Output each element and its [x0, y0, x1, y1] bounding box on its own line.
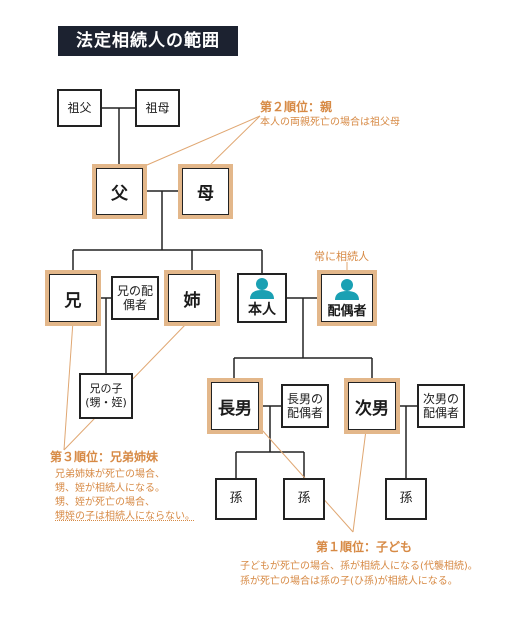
rank3-desc-line: 甥姪の子は相続人にならない。	[55, 511, 195, 522]
grandmother-box: 祖母	[135, 89, 180, 127]
rank3-desc-line: 兄弟姉妹が死亡の場合、	[55, 469, 165, 480]
person-icon	[335, 278, 359, 300]
nephew-niece-label: 兄の子(甥・姪)	[85, 382, 127, 409]
rank1-desc-line: 孫が死亡の場合は孫の子(ひ孫)が相続人になる。	[240, 576, 458, 587]
older-sister-box: 姉	[164, 270, 220, 326]
rank2-description: 本人の両親死亡の場合は祖父母	[260, 117, 400, 128]
mother-box: 母	[178, 164, 233, 219]
nephew-niece-box: 兄の子(甥・姪)	[79, 373, 133, 419]
brother-spouse-label: 兄の配偶者	[116, 284, 153, 312]
eldest-son-spouse-label: 長男の配偶者	[286, 392, 323, 420]
rank1-desc-line: 子どもが死亡の場合、孫が相続人になる(代襲相続)。	[240, 561, 478, 572]
grandchild-box: 孫	[215, 478, 257, 520]
father-box: 父	[92, 164, 147, 219]
grandchild-box: 孫	[283, 478, 325, 520]
second-son-box: 次男	[344, 378, 400, 434]
grandchild-box: 孫	[385, 478, 427, 520]
rank3-desc-line: 甥、姪が相続人になる。	[55, 483, 165, 494]
rank3-title: 第３順位：兄弟姉妹	[50, 450, 159, 464]
rank3-desc-line: 甥、姪が死亡の場合、	[55, 497, 155, 508]
brother-spouse-box: 兄の配偶者	[111, 276, 159, 320]
page-title: 法定相続人の範囲	[58, 26, 238, 56]
rank1-title: 第１順位：子ども	[316, 540, 413, 554]
second-son-spouse-label: 次男の配偶者	[422, 392, 459, 420]
self-box: 本人	[237, 273, 287, 323]
eldest-son-spouse-box: 長男の配偶者	[281, 384, 329, 428]
grandfather-box: 祖父	[57, 89, 102, 127]
second-son-spouse-box: 次男の配偶者	[417, 384, 465, 428]
rank2-title: 第２順位：親	[260, 100, 333, 114]
person-icon	[250, 278, 274, 299]
spouse-box: 配偶者	[317, 270, 377, 326]
eldest-son-box: 長男	[207, 378, 263, 434]
self-label: 本人	[248, 302, 276, 318]
always-heir-label: 常に相続人	[314, 250, 369, 263]
older-brother-box: 兄	[45, 270, 101, 326]
spouse-label: 配偶者	[327, 303, 367, 319]
